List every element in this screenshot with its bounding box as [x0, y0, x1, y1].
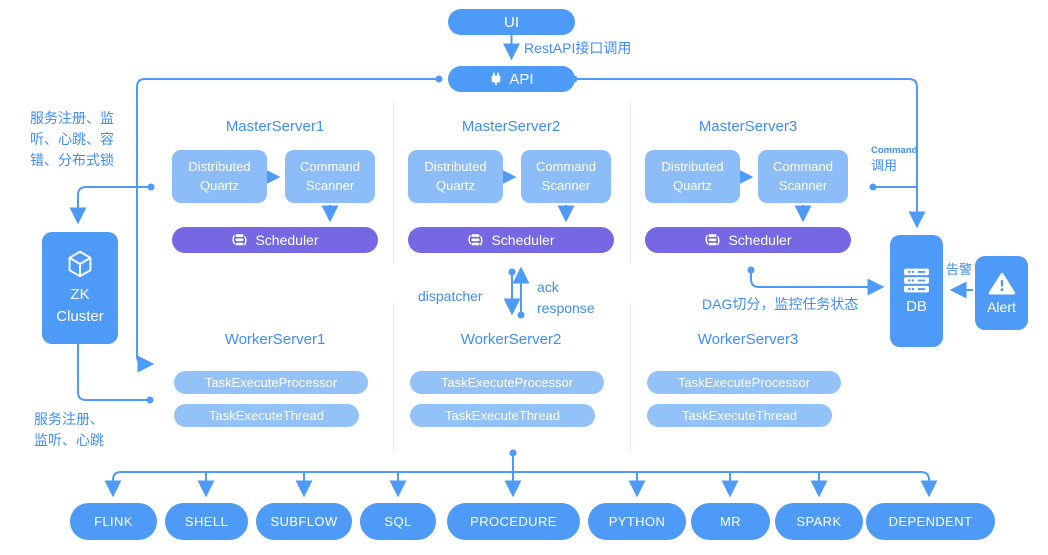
divider-col2-col3-top — [630, 102, 631, 264]
alarm-label: 告警 — [946, 262, 973, 277]
database-sync-icon — [705, 233, 721, 245]
dag-note-label: DAG切分，监控任务状态 — [702, 296, 859, 312]
ui-label: UI — [504, 13, 519, 31]
connector-into-zk — [69, 186, 151, 225]
master2-title: MasterServer2 — [461, 118, 561, 135]
master3-title: MasterServer3 — [698, 118, 798, 135]
divider-col1-col2-top — [393, 102, 394, 264]
divider-col2-col3-bottom — [630, 303, 631, 451]
task-shell: SHELL — [165, 503, 248, 540]
master2-scheduler: Scheduler — [408, 227, 614, 253]
master1-command-scanner: Command Scanner — [285, 150, 375, 203]
worker1-title: WorkerServer1 — [224, 331, 326, 348]
worker1-task-execute-processor: TaskExecuteProcessor — [174, 371, 368, 394]
master3-command-scanner: Command Scanner — [758, 150, 848, 203]
worker2-task-execute-processor: TaskExecuteProcessor — [410, 371, 604, 394]
worker2-title: WorkerServer2 — [460, 331, 562, 348]
master2-distributed-quartz: Distributed Quartz — [408, 150, 503, 203]
master3-scheduler-label: Scheduler — [728, 232, 792, 248]
worker3-task-execute-thread: TaskExecuteThread — [647, 404, 832, 427]
master1-distributed-quartz: Distributed Quartz — [172, 150, 267, 203]
task-subflow: SUBFLOW — [256, 503, 352, 540]
worker3-title: WorkerServer3 — [697, 331, 799, 348]
ack-response-label: ack response — [537, 279, 595, 316]
rest-call-label: RestAPI接口调用 — [524, 40, 632, 56]
connector-api-right-to-db — [574, 78, 926, 229]
warning-triangle-icon — [988, 272, 1015, 295]
command-call-label-en: Command — [871, 145, 918, 156]
task-spark: SPARK — [775, 503, 863, 540]
command-call-label-zh: 调用 — [871, 158, 898, 173]
worker1-task-execute-thread: TaskExecuteThread — [174, 404, 359, 427]
db-label: DB — [906, 297, 927, 315]
divider-col1-col2-bottom — [393, 303, 394, 451]
database-sync-icon — [232, 233, 248, 245]
master3-distributed-quartz: Distributed Quartz — [645, 150, 740, 203]
master1-scheduler-label: Scheduler — [255, 232, 319, 248]
master3-scheduler: Scheduler — [645, 227, 851, 253]
database-sync-icon — [468, 233, 484, 245]
connector-bus-flink — [104, 471, 122, 498]
cube-icon — [68, 250, 92, 277]
connector-zk-to-worker — [77, 344, 149, 401]
alert-node: Alert — [975, 256, 1028, 330]
master1-scheduler: Scheduler — [172, 227, 378, 253]
task-python: PYTHON — [588, 503, 686, 540]
connector-bus-dependent — [920, 471, 938, 498]
task-flink: FLINK — [70, 503, 157, 540]
zk-cluster-node: ZK Cluster — [42, 232, 118, 344]
master1-title: MasterServer1 — [225, 118, 325, 135]
task-sql: SQL — [360, 503, 436, 540]
worker3-task-execute-processor: TaskExecuteProcessor — [647, 371, 841, 394]
api-node: API — [448, 66, 575, 92]
alert-label: Alert — [987, 298, 1016, 315]
zk-label: ZK Cluster — [56, 285, 104, 326]
connector-api-left-to-worker — [136, 78, 439, 373]
task-dependent: DEPENDENT — [866, 503, 995, 540]
worker2-task-execute-thread: TaskExecuteThread — [410, 404, 595, 427]
connector-scheduler3-db — [750, 270, 885, 296]
zk-top-note: 服务注册、监听、心跳、容错、分布式锁 — [30, 110, 114, 168]
server-stack-icon — [904, 268, 929, 292]
ui-node: UI — [448, 9, 575, 35]
master2-command-scanner: Command Scanner — [521, 150, 611, 203]
api-label: API — [509, 70, 534, 88]
task-procedure: PROCEDURE — [447, 503, 580, 540]
task-mr: MR — [691, 503, 770, 540]
db-node: DB — [890, 235, 943, 347]
master2-scheduler-label: Scheduler — [491, 232, 555, 248]
dispatcher-label: dispatcher — [418, 288, 483, 304]
zk-bottom-note: 服务注册、监听、心跳 — [34, 411, 104, 448]
plug-icon — [492, 72, 501, 86]
